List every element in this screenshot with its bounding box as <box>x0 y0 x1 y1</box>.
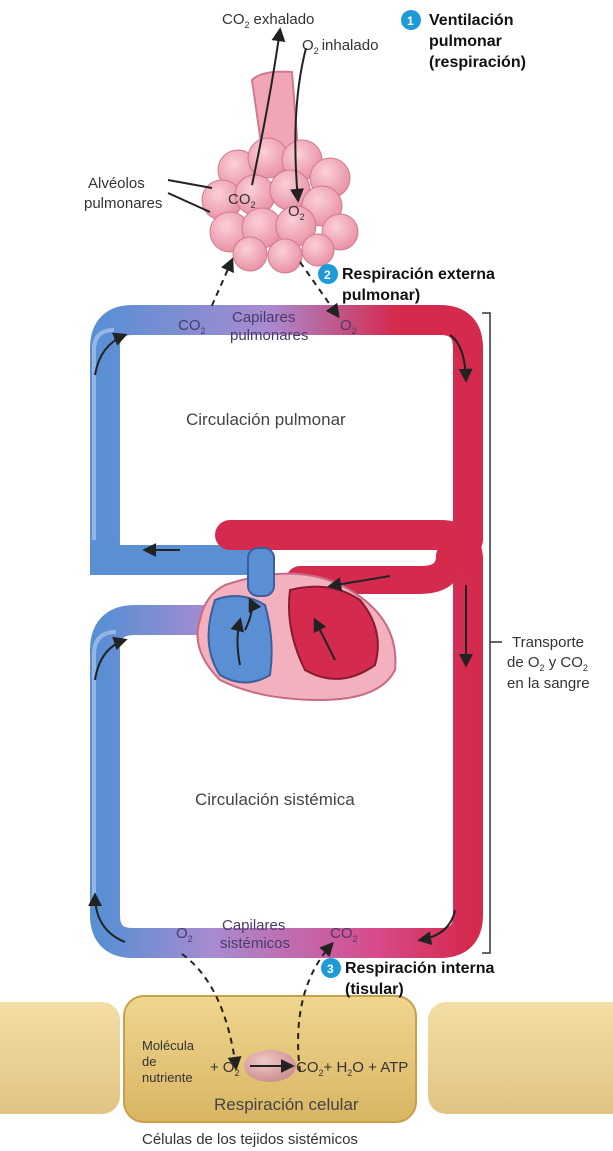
nutrient-label-line2: de <box>142 1054 156 1069</box>
sys-cap-label-line1: Capilares <box>222 917 285 934</box>
step-2-title-line1: Respiración externa <box>342 266 495 283</box>
step-3: 3 Respiración interna (tisular) <box>321 958 494 998</box>
trachea-tube <box>252 72 298 150</box>
systemic-circulation-label: Circulación sistémica <box>195 790 355 809</box>
transport-label-line3: en la sangre <box>507 675 590 692</box>
alveoli-label-line2: pulmonares <box>84 195 162 212</box>
tissue-cell-left <box>0 1002 120 1114</box>
vena-cava <box>248 548 274 596</box>
step-1: 1 Ventilación pulmonar (respiración) <box>401 10 526 71</box>
step-1-title-line1: Ventilación <box>429 12 513 29</box>
step-1-title-line3: (respiración) <box>429 54 526 71</box>
nutrient-label-line3: nutriente <box>142 1070 193 1085</box>
pulm-cap-label-line2: pulmonares <box>230 327 308 344</box>
heart-right-side <box>209 596 272 683</box>
svg-text:3: 3 <box>327 962 334 976</box>
svg-text:1: 1 <box>407 14 414 28</box>
alveoli-cluster <box>202 72 358 273</box>
nutrient-label-line1: Molécula <box>142 1038 195 1053</box>
transport-label-line1: Transporte <box>512 634 584 651</box>
step-3-title-line2: (tisular) <box>345 981 404 998</box>
svg-text:2: 2 <box>324 268 331 282</box>
step-2: 2 Respiración externa pulmonar) <box>318 264 495 304</box>
step-2-title-line2: pulmonar) <box>342 287 420 304</box>
sys-cap-o2: O2 <box>176 925 193 944</box>
cellular-respiration-label: Respiración celular <box>214 1095 359 1114</box>
transport-bracket <box>482 313 502 953</box>
step-3-title-line1: Respiración interna <box>345 960 494 977</box>
tissue-cell-right <box>428 1002 613 1114</box>
products-label: CO2+ H2O + ATP <box>296 1059 408 1078</box>
pulmonary-circulation-label: Circulación pulmonar <box>186 410 346 429</box>
alveoli-label-line1: Alvéolos <box>88 175 145 192</box>
sys-cap-co2: CO2 <box>330 925 358 944</box>
step-1-title-line2: pulmonar <box>429 33 502 50</box>
tissue-cells-label: Células de los tejidos sistémicos <box>142 1131 358 1148</box>
sys-cap-label-line2: sistémicos <box>220 935 290 952</box>
pulm-cap-label-line1: Capilares <box>232 309 295 326</box>
transport-label-line2: de O2 y CO2 <box>507 654 588 673</box>
